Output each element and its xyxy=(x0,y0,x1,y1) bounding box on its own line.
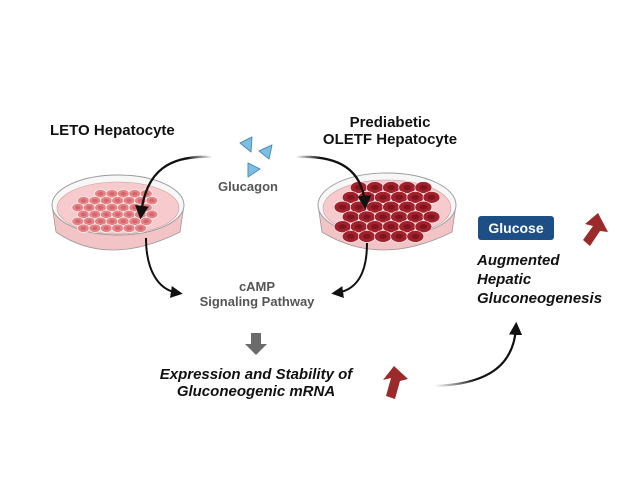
cell-nucleus xyxy=(137,198,144,203)
cell-nucleus xyxy=(346,194,355,200)
arrow-leto-to-camp xyxy=(145,237,183,298)
cell-nucleus xyxy=(427,194,436,200)
cell-nucleus xyxy=(149,198,155,203)
cell-nucleus xyxy=(103,226,110,231)
cell-nucleus xyxy=(411,214,420,220)
oletf-label: Prediabetic OLETF Hepatocyte xyxy=(320,114,460,149)
outcome-label: Augmented Hepatic Gluconeogenesis xyxy=(477,252,602,308)
cell-nucleus xyxy=(143,205,149,210)
cell-nucleus xyxy=(395,194,403,200)
cell-nucleus xyxy=(80,212,87,217)
cell-nucleus xyxy=(346,233,355,239)
cell-nucleus xyxy=(379,194,387,200)
cell-nucleus xyxy=(403,204,412,210)
cell-nucleus xyxy=(363,214,371,220)
cell-nucleus xyxy=(132,191,138,196)
cell-nucleus xyxy=(97,205,104,210)
oletf-label-line2: OLETF Hepatocyte xyxy=(322,131,458,149)
glucagon-label: Glucagon xyxy=(218,179,278,194)
cell-nucleus xyxy=(403,224,412,230)
cell-nucleus xyxy=(132,219,138,224)
cell-nucleus xyxy=(126,198,132,203)
oletf-petri-dish xyxy=(317,172,457,251)
cell-nucleus xyxy=(338,204,347,210)
cell-nucleus xyxy=(92,198,98,203)
cell-nucleus xyxy=(419,185,428,191)
cell-nucleus xyxy=(97,219,104,224)
outcome-label-line2: Hepatic xyxy=(477,270,532,288)
cell-nucleus xyxy=(379,233,387,239)
cell-nucleus xyxy=(363,233,371,239)
expression-label: Expression and Stability of Gluconeogeni… xyxy=(130,366,382,401)
cell-nucleus xyxy=(419,204,428,210)
cell-nucleus xyxy=(387,204,395,210)
cell-nucleus xyxy=(109,219,115,224)
outcome-label-line3: Gluconeogenesis xyxy=(477,289,603,307)
cell-nucleus xyxy=(80,226,87,231)
camp-label-line1: cAMP xyxy=(238,279,276,294)
cell-nucleus xyxy=(109,205,115,210)
arrow-oletf-to-camp xyxy=(331,242,368,298)
cell-nucleus xyxy=(371,224,379,230)
cell-nucleus xyxy=(126,212,132,217)
expression-label-line2: Gluconeogenic mRNA xyxy=(176,383,336,401)
cell-nucleus xyxy=(115,198,121,203)
glucose-badge: Glucose xyxy=(478,216,554,240)
cell-nucleus xyxy=(97,191,104,196)
camp-label: cAMP Signaling Pathway xyxy=(180,279,334,310)
cell-nucleus xyxy=(395,233,403,239)
up-arrow-icon xyxy=(383,366,408,399)
leto-label: LETO Hepatocyte xyxy=(50,122,175,139)
cell-nucleus xyxy=(115,212,121,217)
cell-nucleus xyxy=(75,205,81,210)
cell-nucleus xyxy=(427,214,436,220)
cell-nucleus xyxy=(115,226,121,231)
cell-nucleus xyxy=(120,219,127,224)
cell-nucleus xyxy=(75,219,81,224)
cell-nucleus xyxy=(80,198,87,203)
cell-nucleus xyxy=(411,194,420,200)
cell-nucleus xyxy=(143,219,149,224)
cell-nucleus xyxy=(379,214,387,220)
cell-nucleus xyxy=(103,198,110,203)
cell-nucleus xyxy=(411,233,420,239)
oletf-label-line1: Prediabetic xyxy=(349,114,431,131)
cell-nucleus xyxy=(387,185,395,191)
down-arrow-icon xyxy=(245,333,267,355)
cell-nucleus xyxy=(120,205,127,210)
glucagon-icon xyxy=(239,136,273,178)
outcome-label-line1: Augmented xyxy=(477,252,560,269)
cell-nucleus xyxy=(371,185,379,191)
cell-nucleus xyxy=(120,191,127,196)
arrow-expression-to-outcome xyxy=(434,321,523,388)
cell-nucleus xyxy=(92,226,98,231)
cell-nucleus xyxy=(354,204,363,210)
arrow-glucagon-to-oletf xyxy=(295,155,372,210)
leto-petri-dish xyxy=(51,174,185,251)
cell-nucleus xyxy=(387,224,395,230)
cell-nucleus xyxy=(149,212,155,217)
cell-nucleus xyxy=(132,205,138,210)
cell-nucleus xyxy=(92,212,98,217)
cell-nucleus xyxy=(419,224,428,230)
cell-nucleus xyxy=(354,224,363,230)
up-arrow-icon xyxy=(583,213,608,246)
cell-nucleus xyxy=(346,214,355,220)
cell-nucleus xyxy=(403,185,412,191)
cell-nucleus xyxy=(338,224,347,230)
cell-nucleus xyxy=(137,226,144,231)
cell-nucleus xyxy=(86,205,92,210)
cell-nucleus xyxy=(395,214,403,220)
cell-nucleus xyxy=(86,219,92,224)
camp-label-line2: Signaling Pathway xyxy=(199,293,315,309)
cell-nucleus xyxy=(371,204,379,210)
arrow-glucagon-to-leto xyxy=(135,155,213,220)
cell-nucleus xyxy=(109,191,115,196)
cell-nucleus xyxy=(126,226,132,231)
expression-label-line1: Expression and Stability of xyxy=(159,366,353,383)
cell-nucleus xyxy=(103,212,110,217)
